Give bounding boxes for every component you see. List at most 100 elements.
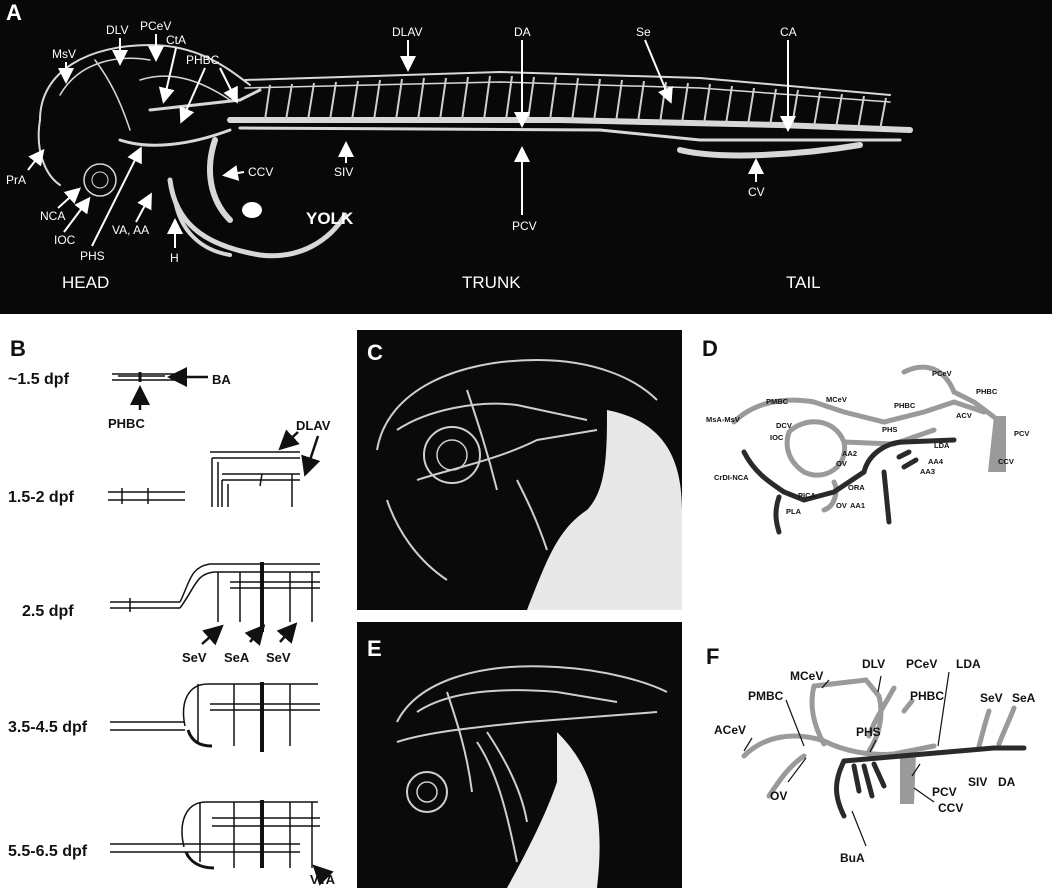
panel-e-vessels <box>396 665 668 863</box>
label-phbc-mid: PHBC <box>894 401 916 410</box>
label-ccv: CCV <box>998 457 1014 466</box>
panel-f-dark-vessels <box>834 745 1027 819</box>
panel-f-letter: F <box>706 644 719 669</box>
label-dcv: DCV <box>776 421 792 430</box>
label-ioc: IOC <box>54 233 76 247</box>
stage-4: 3.5-4.5 dpf <box>8 719 88 736</box>
panel-c-letter: C <box>367 340 383 365</box>
label-phs: PHS <box>882 425 897 434</box>
label-mcev: MCeV <box>790 669 823 683</box>
panel-c-vessels <box>376 358 658 581</box>
label-siv: SIV <box>968 775 987 789</box>
label-lda: LDA <box>934 441 950 450</box>
panel-e-head-micrograph: E <box>357 622 682 888</box>
label-pmbc: PMBC <box>766 397 789 406</box>
panel-e-yolk <box>507 732 600 888</box>
label-cta: CtA <box>166 33 186 47</box>
panel-a-labels: A MsV DLV PCeV CtA PHBC DLAV DA Se CA Pr… <box>6 0 821 292</box>
label-da: DA <box>514 25 531 39</box>
stage-2: 1.5-2 dpf <box>8 489 74 506</box>
label-phbc: PHBC <box>108 416 145 431</box>
label-sev-1: SeV <box>182 650 207 665</box>
label-ba: BA <box>212 372 231 387</box>
label-sea: SeA <box>1012 691 1036 705</box>
label-phbc-top: PHBC <box>976 387 998 396</box>
label-phbc: PHBC <box>186 53 220 67</box>
label-bua: BuA <box>840 851 865 865</box>
panel-d-labels: D PCeV PHBC MsA-MsV PMBC MCeV PHBC ACV D… <box>702 336 1029 516</box>
label-ora: ORA <box>848 483 865 492</box>
panel-b-arrows <box>130 367 334 886</box>
label-aa1: AA1 <box>850 501 865 510</box>
label-ccv: CCV <box>938 801 963 815</box>
label-pla: PLA <box>786 507 802 516</box>
label-acev: ACeV <box>714 723 746 737</box>
label-msv: MsV <box>52 47 76 61</box>
label-da: DA <box>998 775 1016 789</box>
label-se: Se <box>636 25 651 39</box>
label-dlav: DLAV <box>296 418 331 433</box>
label-acv: ACV <box>956 411 972 420</box>
label-crdi-nca: CrDI-NCA <box>714 473 749 482</box>
label-yolk: YOLK <box>306 209 354 228</box>
panel-b-stage-diagrams: B ~1.5 dpf 1.5-2 dpf 2.5 dpf 3.5-4.5 dpf… <box>8 336 336 887</box>
label-aa2: AA2 <box>842 449 857 458</box>
label-h: H <box>170 251 179 265</box>
panel-c-head-micrograph: C <box>357 330 682 610</box>
panel-f-gray-vessels <box>741 677 1017 799</box>
label-ccv: CCV <box>248 165 273 179</box>
label-phs: PHS <box>80 249 105 263</box>
label-pmbc: PMBC <box>748 689 784 703</box>
label-ov-2: OV <box>836 501 847 510</box>
panel-d-schematic: D PCeV PHBC MsA-MsV PMBC MCeV PHBC ACV D… <box>702 336 1029 535</box>
label-cv: CV <box>748 185 765 199</box>
label-pica: PICA <box>798 491 817 500</box>
stage-5: 5.5-6.5 dpf <box>8 843 88 860</box>
panel-b-labels: B ~1.5 dpf 1.5-2 dpf 2.5 dpf 3.5-4.5 dpf… <box>8 336 336 887</box>
label-dlv: DLV <box>106 23 128 37</box>
panel-e-letter: E <box>367 636 382 661</box>
label-pcev: PCeV <box>932 369 952 378</box>
label-pcv: PCV <box>1014 429 1029 438</box>
label-pcev: PCeV <box>140 19 171 33</box>
label-dlv: DLV <box>862 657 885 671</box>
stage-3: 2.5 dpf <box>22 603 74 620</box>
label-head: HEAD <box>62 273 109 292</box>
panel-d-dark-vessels <box>741 437 957 535</box>
panel-d-letter: D <box>702 336 718 361</box>
label-msa-msv: MsA-MsV <box>706 415 740 424</box>
label-pra: PrA <box>6 173 26 187</box>
panel-a-letter: A <box>6 0 22 25</box>
label-sev: SeV <box>980 691 1003 705</box>
label-sea: SeA <box>224 650 250 665</box>
panel-f-leaders <box>743 671 950 847</box>
panel-d-pcv-block <box>988 416 1006 472</box>
panel-b-letter: B <box>10 336 26 361</box>
label-ov: OV <box>770 789 787 803</box>
label-lda: LDA <box>956 657 981 671</box>
label-pcv: PCV <box>932 785 957 799</box>
stage-1: ~1.5 dpf <box>8 371 70 388</box>
label-siv: SIV <box>334 165 353 179</box>
label-va-aa: VA, AA <box>112 223 149 237</box>
label-ca: CA <box>780 25 797 39</box>
label-dlav: DLAV <box>392 25 422 39</box>
label-sev-2: SeV <box>266 650 291 665</box>
panel-c-yolk <box>527 410 682 610</box>
panel-f-ccv-block <box>900 754 916 804</box>
panel-f-labels: F DLV MCeV PCeV LDA PMBC PHBC SeV SeA AC… <box>706 644 1036 865</box>
panel-b-drawings <box>108 372 320 870</box>
label-tail: TAIL <box>786 273 821 292</box>
panel-a-arrows <box>27 34 796 248</box>
label-trunk: TRUNK <box>462 273 521 292</box>
label-pcv: PCV <box>512 219 537 233</box>
label-nca: NCA <box>40 209 65 223</box>
label-ov: OV <box>836 459 847 468</box>
label-mcev: MCeV <box>826 395 847 404</box>
panel-a-embryo-micrograph: A MsV DLV PCeV CtA PHBC DLAV DA Se CA Pr… <box>0 0 1052 314</box>
label-phbc: PHBC <box>910 689 944 703</box>
label-phs: PHS <box>856 725 881 739</box>
label-vta: VTA <box>310 872 336 887</box>
label-aa3: AA3 <box>920 467 935 476</box>
label-ioc: IOC <box>770 433 784 442</box>
